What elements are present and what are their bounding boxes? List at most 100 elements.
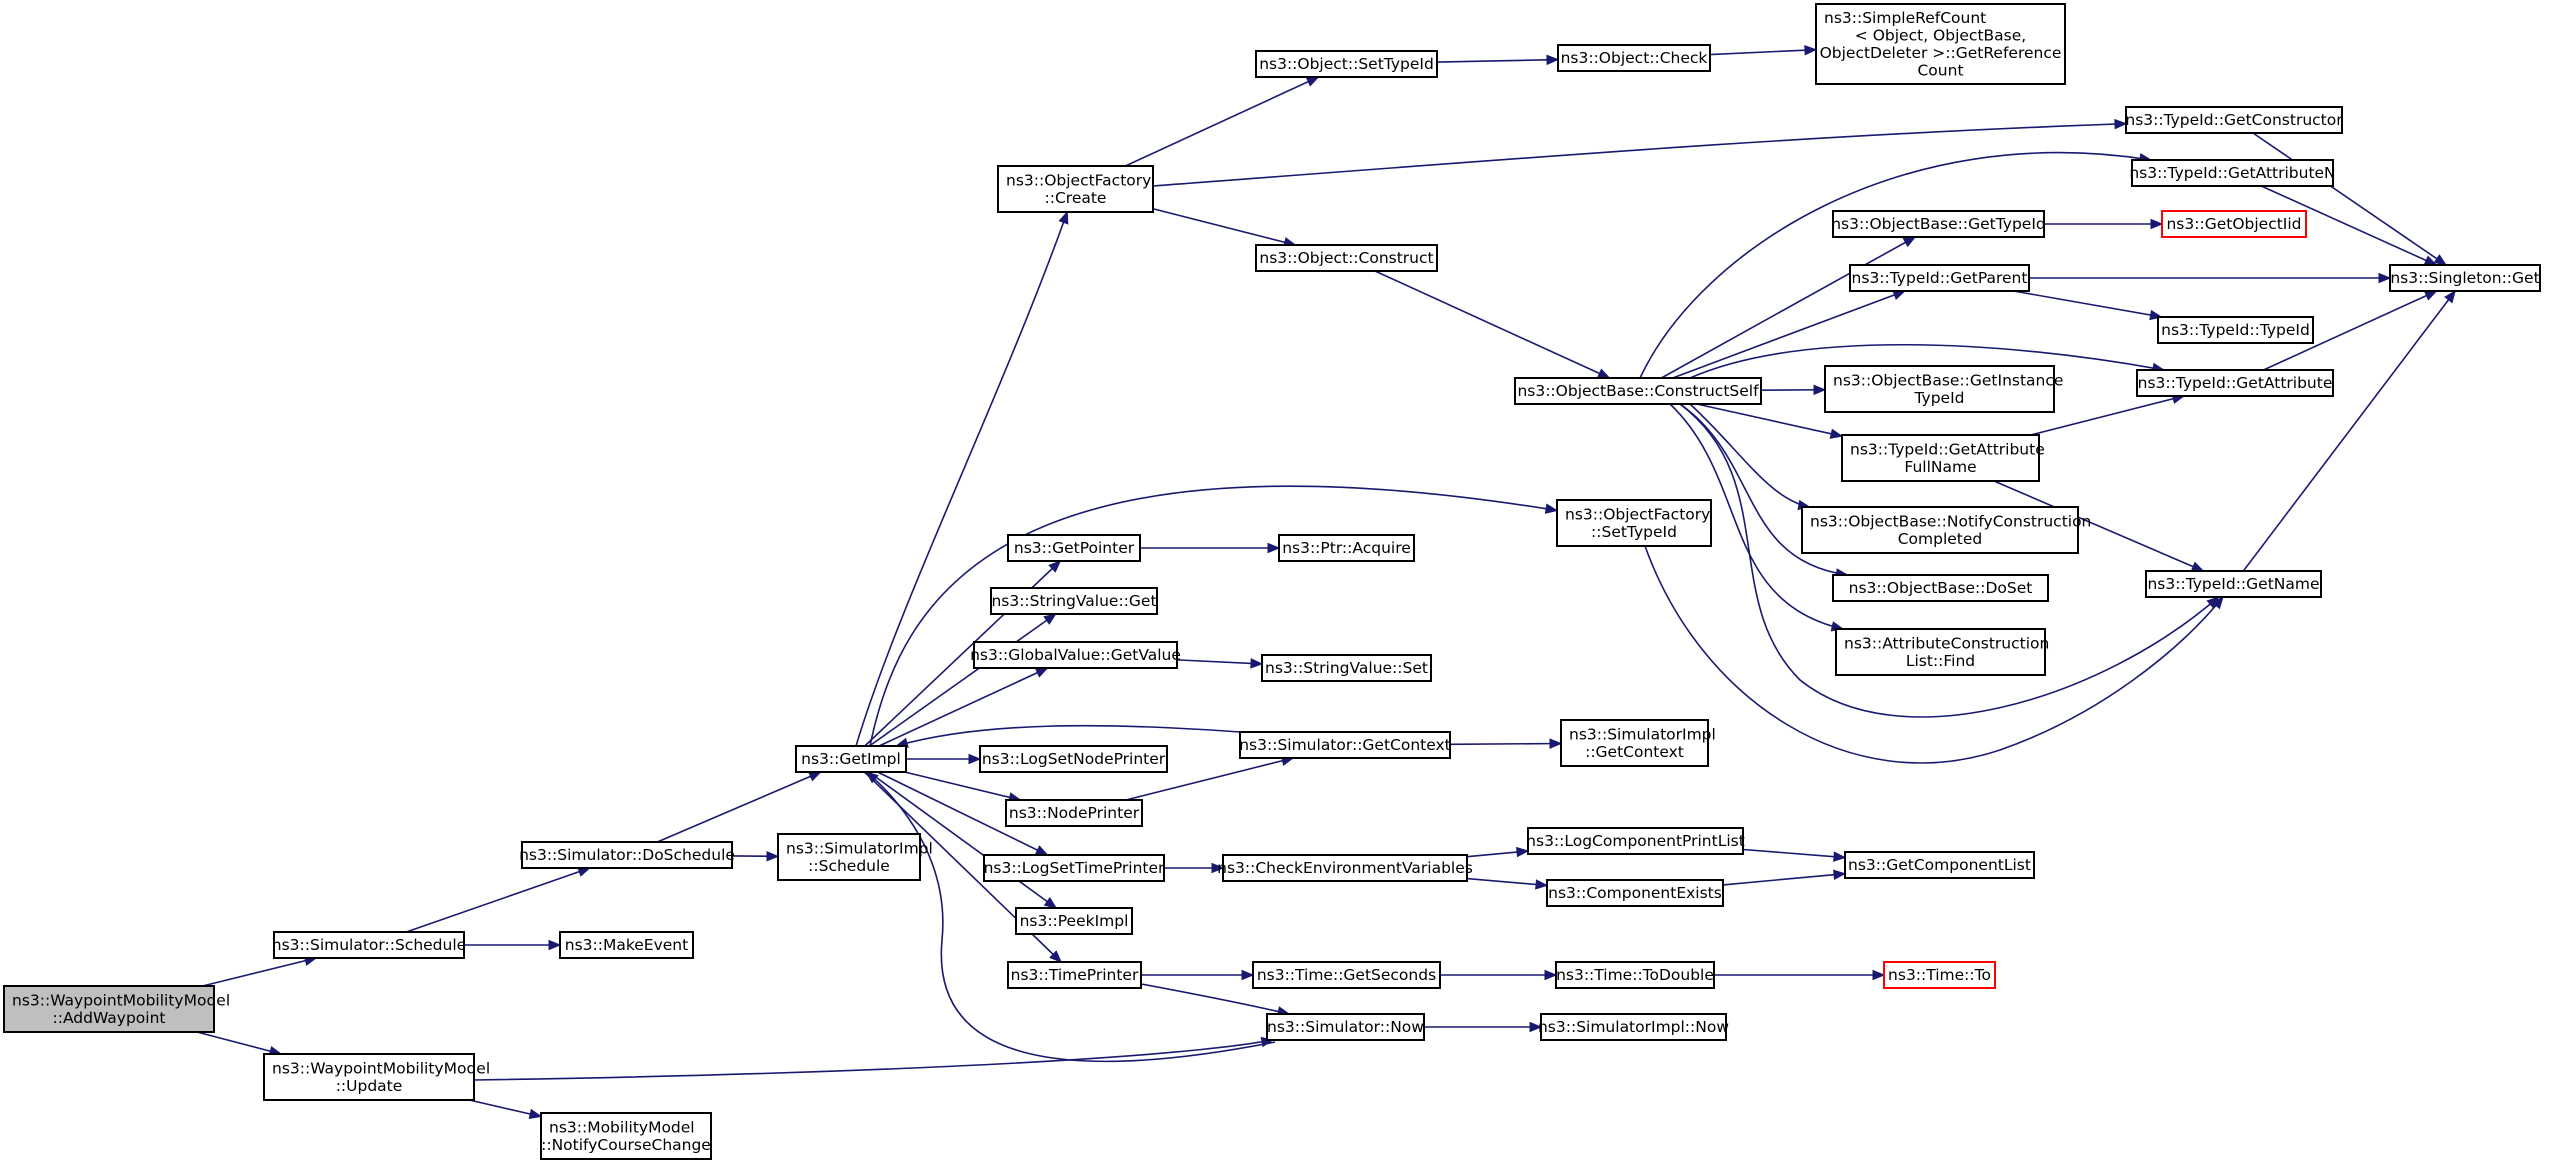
- edge-check_env-to-log_comp_print: [1466, 846, 1530, 858]
- edge-line: [896, 724, 1241, 747]
- node-label: ns3::NodePrinter: [1009, 804, 1140, 822]
- edge-ob_constructself-to-typeid_getattrfull: [1696, 403, 1844, 439]
- node-typeid_getparent[interactable]: ns3::TypeId::GetParent: [1849, 264, 2030, 292]
- node-label: ::SetTypeId: [1591, 523, 1677, 541]
- edge-get_impl-to-node_printer: [904, 771, 1022, 803]
- node-log_set_time[interactable]: ns3::LogSetTimePrinter: [983, 854, 1165, 882]
- node-box: [2145, 570, 2322, 598]
- node-box: [777, 833, 921, 881]
- edge-line: [657, 771, 821, 843]
- node-label: ns3::LogComponentPrintList: [1526, 832, 1745, 850]
- node-sv_get[interactable]: ns3::StringValue::Get: [990, 587, 1158, 615]
- node-of_settypeid[interactable]: ns3::ObjectFactory::SetTypeId: [1556, 499, 1712, 547]
- node-sim_doschedule[interactable]: ns3::Simulator::DoSchedule: [519, 841, 735, 869]
- edge-line: [904, 771, 1021, 801]
- node-of_create[interactable]: ns3::ObjectFactory::Create: [997, 165, 1154, 213]
- node-label: ns3::SimpleRefCount: [1824, 9, 1986, 27]
- edge-line: [2260, 185, 2437, 266]
- node-ob_notify[interactable]: ns3::ObjectBase::NotifyConstructionCompl…: [1801, 506, 2091, 554]
- node-label: ns3::ObjectBase::GetTypeId: [1831, 215, 2046, 233]
- node-label: List::Find: [1906, 652, 1975, 670]
- node-label: Count: [1917, 61, 1963, 79]
- node-obj_settypeid[interactable]: ns3::Object::SetTypeId: [1255, 50, 1438, 78]
- arrowhead-icon: [1034, 845, 1049, 856]
- node-label: ns3::WaypointMobilityModel: [12, 991, 230, 1009]
- node-typeid_getattributen[interactable]: ns3::TypeId::GetAttributeN: [2129, 159, 2336, 187]
- arrowhead-icon: [2211, 595, 2224, 610]
- node-box: [559, 931, 694, 959]
- node-get_impl[interactable]: ns3::GetImpl: [795, 745, 907, 773]
- node-get_comp_list[interactable]: ns3::GetComponentList: [1844, 851, 2035, 879]
- node-ob_gettypeid[interactable]: ns3::ObjectBase::GetTypeId: [1831, 210, 2046, 238]
- node-time_to[interactable]: ns3::Time::To: [1883, 961, 1996, 989]
- node-mm_notify[interactable]: ns3::MobilityModel::NotifyCourseChange: [540, 1112, 712, 1160]
- node-label: ns3::Singleton::Get: [2390, 269, 2539, 287]
- arrowhead-icon: [2114, 118, 2128, 130]
- node-typeid_getattribute[interactable]: ns3::TypeId::GetAttribute: [2136, 369, 2334, 397]
- node-node_printer[interactable]: ns3::NodePrinter: [1005, 799, 1143, 827]
- arrowhead-icon: [1516, 846, 1530, 858]
- node-gv_getvalue[interactable]: ns3::GlobalValue::GetValue: [970, 641, 1181, 669]
- node-make_event[interactable]: ns3::MakeEvent: [559, 931, 694, 959]
- node-simimpl_getcontext[interactable]: ns3::SimulatorImpl::GetContext: [1560, 719, 1716, 767]
- node-label: ns3::Simulator::Now: [1267, 1018, 1424, 1036]
- node-add_waypoint[interactable]: ns3::WaypointMobilityModel::AddWaypoint: [3, 985, 230, 1033]
- node-log_set_node[interactable]: ns3::LogSetNodePrinter: [979, 745, 1168, 773]
- edge-sim_schedule-to-make_event: [464, 939, 562, 951]
- node-time_getseconds[interactable]: ns3::Time::GetSeconds: [1252, 961, 1441, 989]
- node-singleton_get[interactable]: ns3::Singleton::Get: [2389, 264, 2541, 292]
- arrowhead-icon: [808, 771, 822, 782]
- node-sim_now[interactable]: ns3::Simulator::Now: [1266, 1013, 1425, 1041]
- node-log_comp_print[interactable]: ns3::LogComponentPrintList: [1526, 827, 1745, 855]
- edge-line: [2252, 132, 2447, 266]
- node-obj_construct[interactable]: ns3::Object::Construct: [1255, 244, 1438, 272]
- node-sv_set[interactable]: ns3::StringValue::Set: [1261, 654, 1432, 682]
- node-wmm_update[interactable]: ns3::WaypointMobilityModel::Update: [263, 1053, 490, 1101]
- node-label: ns3::Time::ToDouble: [1556, 966, 1714, 984]
- edge-line: [473, 1039, 1274, 1081]
- node-typeid_getname[interactable]: ns3::TypeId::GetName: [2145, 570, 2322, 598]
- node-box: [1278, 534, 1415, 562]
- node-ob_constructself[interactable]: ns3::ObjectBase::ConstructSelf: [1514, 377, 1762, 405]
- node-label: ns3::StringValue::Get: [991, 592, 1156, 610]
- node-label: ::AddWaypoint: [53, 1009, 166, 1027]
- node-peek_impl[interactable]: ns3::PeekImpl: [1015, 907, 1133, 935]
- node-check_env[interactable]: ns3::CheckEnvironmentVariables: [1217, 854, 1473, 882]
- edge-line: [1722, 872, 1846, 886]
- edge-line: [866, 771, 1276, 1063]
- node-time_printer[interactable]: ns3::TimePrinter: [1007, 961, 1142, 989]
- arrowhead-icon: [1544, 969, 1558, 981]
- node-typeid_getconstructor[interactable]: ns3::TypeId::GetConstructor: [2125, 106, 2343, 134]
- node-comp_exists[interactable]: ns3::ComponentExists: [1546, 879, 1724, 907]
- node-ptr_acquire[interactable]: ns3::Ptr::Acquire: [1278, 534, 1415, 562]
- node-sim_getcontext[interactable]: ns3::Simulator::GetContext: [1239, 731, 1451, 759]
- arrowhead-icon: [1267, 542, 1281, 554]
- node-label: ns3::TypeId::GetAttribute: [2138, 374, 2333, 392]
- node-simimpl_schedule[interactable]: ns3::SimulatorImpl::Schedule: [777, 833, 933, 881]
- node-simimpl_now[interactable]: ns3::SimulatorImpl::Now: [1538, 1013, 1729, 1041]
- node-ob_doset[interactable]: ns3::ObjectBase::DoSet: [1832, 574, 2049, 602]
- edge-ob_constructself-to-typeid_getname: [1679, 403, 2220, 718]
- node-time_todouble[interactable]: ns3::Time::ToDouble: [1555, 961, 1715, 989]
- arrowhead-icon: [2378, 272, 2392, 284]
- edge-line: [1449, 742, 1562, 746]
- node-box: [1832, 210, 2045, 238]
- node-typeid_typeid[interactable]: ns3::TypeId::TypeId: [2157, 316, 2314, 344]
- edge-line: [2242, 290, 2456, 572]
- edge-line: [1689, 343, 2165, 379]
- edge-line: [1742, 848, 1846, 859]
- edge-of_create-to-obj_settypeid: [1125, 76, 1320, 167]
- edge-line: [1709, 48, 1817, 56]
- node-obj_check[interactable]: ns3::Object::Check: [1557, 44, 1711, 72]
- arrowhead-icon: [1043, 896, 1058, 909]
- node-sim_schedule[interactable]: ns3::Simulator::Schedule: [272, 931, 466, 959]
- node-box: [1252, 961, 1441, 989]
- node-get_pointer[interactable]: ns3::GetPointer: [1007, 534, 1141, 562]
- node-get_objectiid[interactable]: ns3::GetObjectIid: [2161, 210, 2307, 238]
- node-box: [1815, 3, 2066, 85]
- arrowhead-icon: [528, 1108, 543, 1120]
- node-simplerefcount[interactable]: ns3::SimpleRefCount< Object, ObjectBase,…: [1815, 3, 2066, 85]
